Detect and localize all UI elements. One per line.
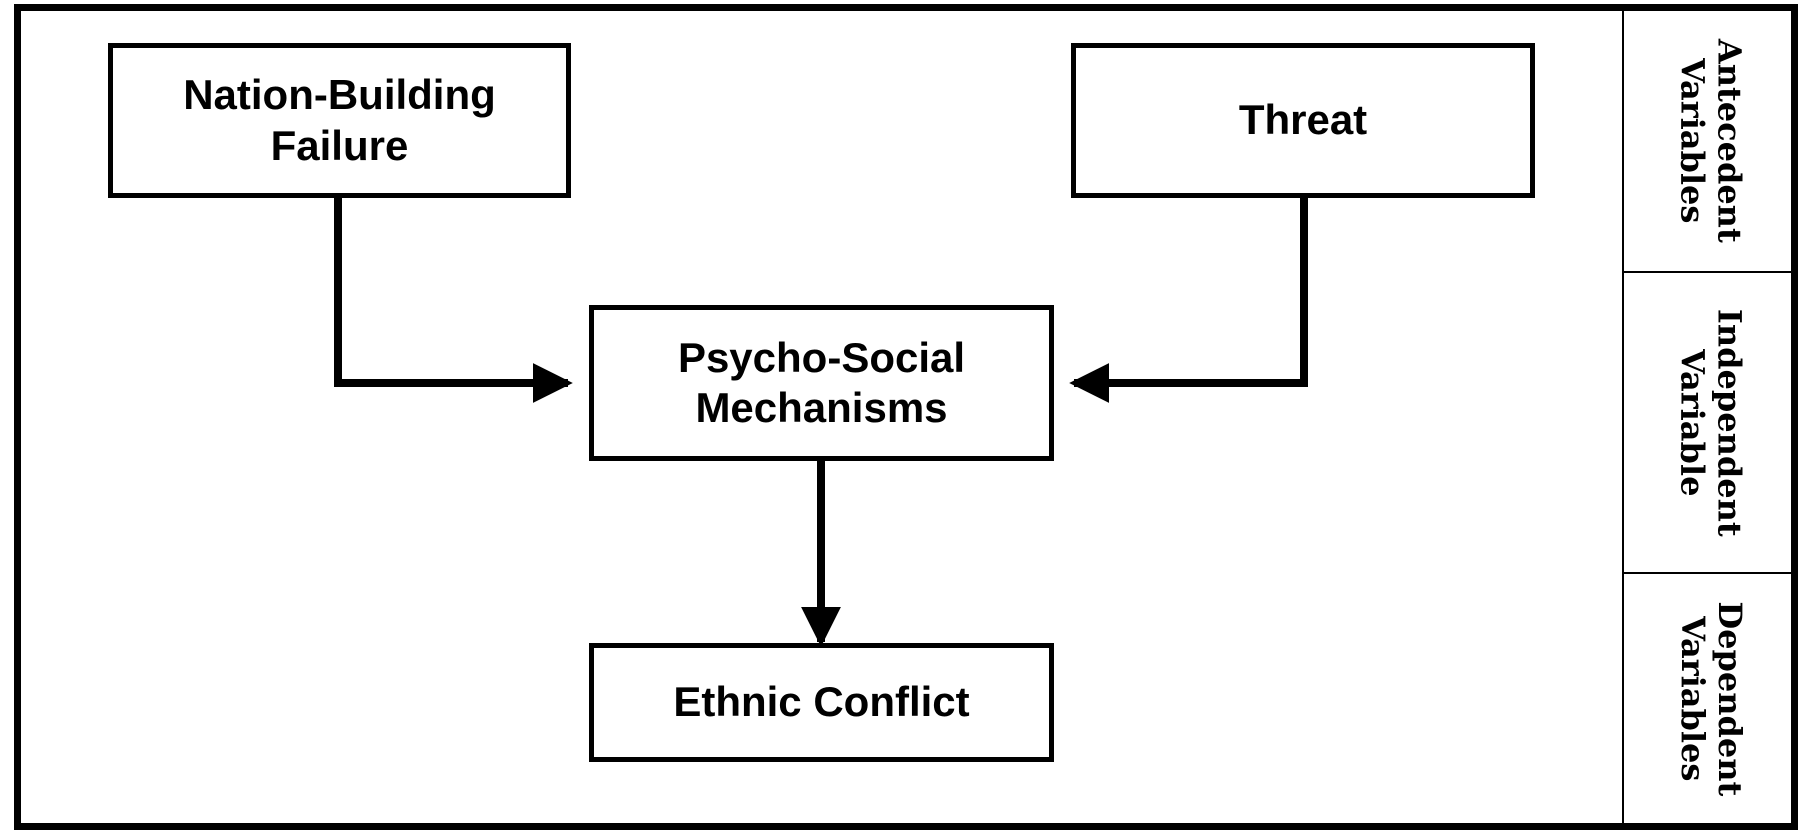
threat-label: Threat bbox=[1238, 96, 1368, 144]
side-label-independent: Independent Variable bbox=[1624, 273, 1798, 572]
row-divider-2 bbox=[1624, 572, 1798, 574]
nation-building-line2: Failure bbox=[270, 121, 409, 169]
side-label-antecedent: Antecedent Variables bbox=[1624, 11, 1798, 271]
independent-line1: Independent bbox=[1710, 308, 1749, 537]
diagram-frame bbox=[14, 4, 1798, 830]
row-divider-1 bbox=[1624, 271, 1798, 273]
sidebar-divider bbox=[1622, 11, 1624, 824]
dependent-line1: Dependent bbox=[1710, 601, 1749, 797]
psycho-social-line1: Psycho-Social bbox=[677, 333, 966, 381]
arrow-threat-to-psycho-social bbox=[1069, 193, 1308, 403]
psycho-social-line2: Mechanisms bbox=[695, 384, 948, 431]
side-label-dependent: Dependent Variables bbox=[1624, 574, 1798, 824]
nation-building-line1: Nation-Building bbox=[183, 71, 496, 119]
antecedent-line1: Antecedent bbox=[1710, 39, 1749, 243]
independent-line2: Variable bbox=[1674, 348, 1712, 497]
box-threat: Threat bbox=[1071, 43, 1535, 198]
dependent-line2: Variables bbox=[1674, 616, 1713, 782]
box-ethnic-conflict: Ethnic Conflict bbox=[589, 643, 1054, 762]
box-nation-building-failure: Nation-Building Failure bbox=[108, 43, 571, 198]
ethnic-conflict-label: Ethnic Conflict bbox=[673, 678, 970, 726]
box-psycho-social-mechanisms: Psycho-Social Mechanisms bbox=[589, 305, 1054, 461]
antecedent-line2: Variables bbox=[1674, 58, 1713, 224]
arrow-nation-building-to-psycho-social bbox=[334, 193, 573, 403]
